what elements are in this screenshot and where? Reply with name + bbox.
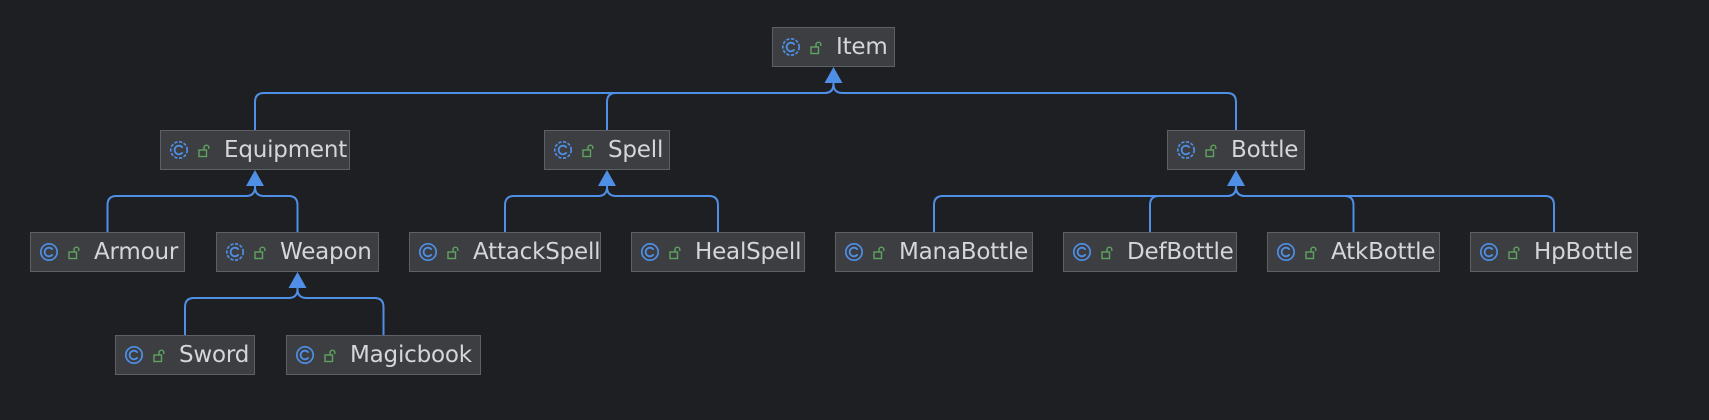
class-name-label: Sword: [179, 342, 250, 368]
public-visibility-icon: [810, 40, 824, 55]
edge-armour-to-equipment: [106, 186, 256, 232]
edge-magicbook-to-weapon: [296, 288, 385, 335]
class-icon: [1276, 242, 1296, 262]
class-icon: [1479, 242, 1499, 262]
class-icon: [640, 242, 660, 262]
class-node-atkbottle[interactable]: AtkBottle: [1267, 232, 1440, 272]
class-node-defbottle[interactable]: DefBottle: [1063, 232, 1237, 272]
inheritance-arrow-equipment: [246, 170, 264, 186]
abstract-class-icon: [225, 242, 245, 262]
edge-manabottle-to-bottle: [933, 186, 1237, 232]
public-visibility-icon: [669, 245, 683, 260]
class-name-label: Spell: [608, 137, 664, 163]
public-visibility-icon: [582, 143, 596, 158]
inheritance-arrow-spell: [598, 170, 616, 186]
public-visibility-icon: [873, 245, 887, 260]
class-name-label: Item: [836, 34, 888, 60]
class-icon: [844, 242, 864, 262]
class-node-item[interactable]: Item: [772, 27, 895, 67]
inheritance-arrow-bottle: [1227, 170, 1245, 186]
public-visibility-icon: [254, 245, 268, 260]
edge-spell-to-item: [606, 83, 835, 130]
class-name-label: Magicbook: [350, 342, 472, 368]
edge-bottle-to-item: [832, 83, 1237, 130]
class-node-sword[interactable]: Sword: [115, 335, 255, 375]
class-name-label: ManaBottle: [899, 239, 1029, 265]
class-node-armour[interactable]: Armour: [30, 232, 185, 272]
public-visibility-icon: [324, 348, 338, 363]
class-icon: [418, 242, 438, 262]
class-name-label: Bottle: [1231, 137, 1299, 163]
class-node-magicbook[interactable]: Magicbook: [286, 335, 481, 375]
class-node-equipment[interactable]: Equipment: [160, 130, 350, 170]
public-visibility-icon: [1305, 245, 1319, 260]
public-visibility-icon: [1101, 245, 1115, 260]
inheritance-arrow-item: [824, 67, 843, 83]
class-node-weapon[interactable]: Weapon: [216, 232, 379, 272]
edge-equipment-to-item: [254, 83, 835, 130]
inheritance-arrow-weapon: [288, 272, 307, 288]
public-visibility-icon: [1508, 245, 1522, 260]
class-node-bottle[interactable]: Bottle: [1167, 130, 1305, 170]
class-icon: [124, 345, 144, 365]
edge-sword-to-weapon: [184, 288, 299, 335]
class-icon: [39, 242, 59, 262]
abstract-class-icon: [1176, 140, 1196, 160]
class-icon: [295, 345, 315, 365]
abstract-class-icon: [169, 140, 189, 160]
class-name-label: Equipment: [224, 137, 348, 163]
class-node-manabottle[interactable]: ManaBottle: [835, 232, 1033, 272]
public-visibility-icon: [198, 143, 212, 158]
edge-weapon-to-equipment: [254, 186, 299, 232]
class-name-label: Armour: [94, 239, 179, 265]
public-visibility-icon: [447, 245, 461, 260]
edge-defbottle-to-bottle: [1149, 186, 1237, 232]
class-name-label: Weapon: [280, 239, 372, 265]
class-node-spell[interactable]: Spell: [544, 130, 670, 170]
public-visibility-icon: [68, 245, 82, 260]
class-name-label: HpBottle: [1534, 239, 1633, 265]
class-icon: [1072, 242, 1092, 262]
public-visibility-icon: [153, 348, 167, 363]
class-name-label: DefBottle: [1127, 239, 1234, 265]
public-visibility-icon: [1205, 143, 1219, 158]
edge-hpbottle-to-bottle: [1235, 186, 1555, 232]
class-name-label: AttackSpell: [473, 239, 601, 265]
abstract-class-icon: [781, 37, 801, 57]
edge-attackspell-to-spell: [504, 186, 608, 232]
edge-atkbottle-to-bottle: [1235, 186, 1355, 232]
class-node-healspell[interactable]: HealSpell: [631, 232, 805, 272]
edge-healspell-to-spell: [606, 186, 719, 232]
class-name-label: HealSpell: [695, 239, 802, 265]
class-name-label: AtkBottle: [1331, 239, 1436, 265]
class-node-attackspell[interactable]: AttackSpell: [409, 232, 601, 272]
abstract-class-icon: [553, 140, 573, 160]
class-node-hpbottle[interactable]: HpBottle: [1470, 232, 1638, 272]
